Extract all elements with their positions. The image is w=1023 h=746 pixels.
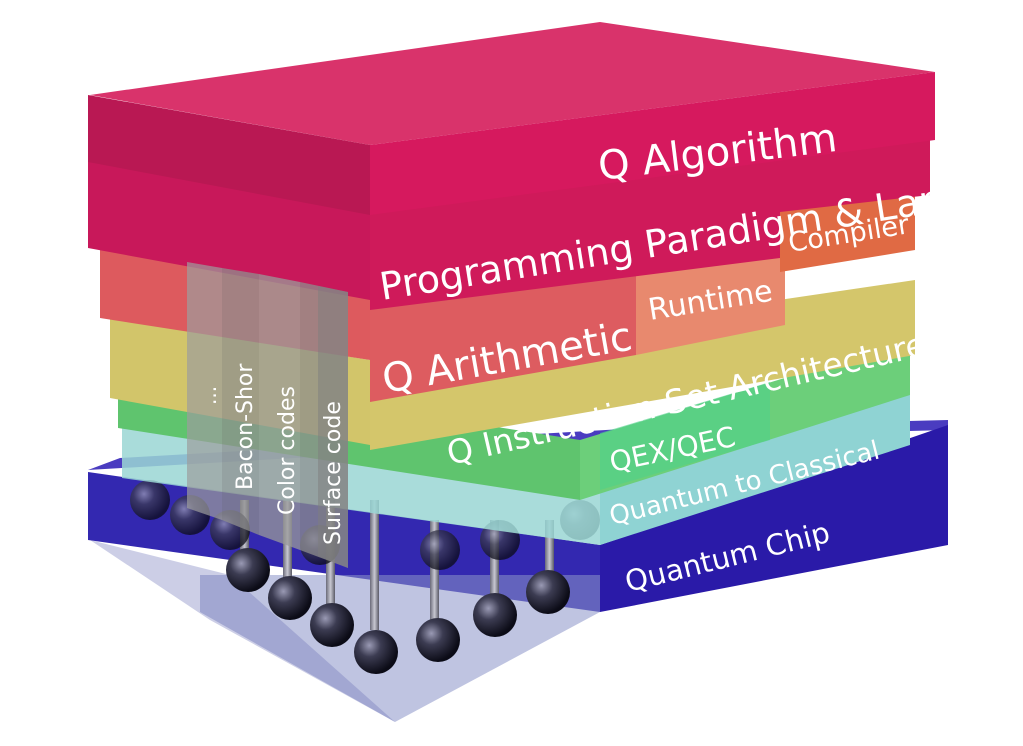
color-codes-column <box>259 274 300 550</box>
qubit-ball <box>526 570 570 614</box>
pillar <box>430 520 439 630</box>
ellipsis-column <box>187 262 222 520</box>
qec-code-columns <box>187 262 348 568</box>
algorithm-layer <box>88 22 935 215</box>
qubit-ball <box>310 603 354 647</box>
programming-side-face <box>88 155 370 300</box>
algorithm-front-face <box>370 72 935 215</box>
qubit-ball <box>354 630 398 674</box>
algorithm-top-face <box>90 22 935 145</box>
qubit-ball <box>130 480 170 520</box>
qubit-ball <box>473 593 517 637</box>
chip-base-shadow <box>90 540 395 722</box>
qec-front-highlight <box>600 382 770 490</box>
pillar <box>545 520 554 590</box>
code-labels: ... Bacon-Shor Color codes Surface code <box>197 363 346 545</box>
pillar <box>490 520 499 610</box>
programming-front-face <box>370 140 930 310</box>
chip-front-face <box>600 425 948 612</box>
label-color-codes: Color codes <box>275 386 300 515</box>
label-ellipsis: ... <box>197 386 221 405</box>
pillar <box>283 500 292 595</box>
programming-layer <box>88 140 930 310</box>
algorithm-side-face <box>88 95 370 215</box>
bacon-shor-column <box>222 268 259 535</box>
qubit-balls-front <box>226 548 570 674</box>
q2c-front-face <box>600 390 910 545</box>
surface-code-column-face <box>318 286 348 568</box>
label-surface-code: Surface code <box>321 401 346 545</box>
qubit-ball <box>420 530 460 570</box>
label-bacon-shor: Bacon-Shor <box>233 363 258 490</box>
qubit-ball <box>268 576 312 620</box>
pillar <box>370 500 379 630</box>
qubit-ball <box>416 618 460 662</box>
qubit-ball <box>226 548 270 592</box>
